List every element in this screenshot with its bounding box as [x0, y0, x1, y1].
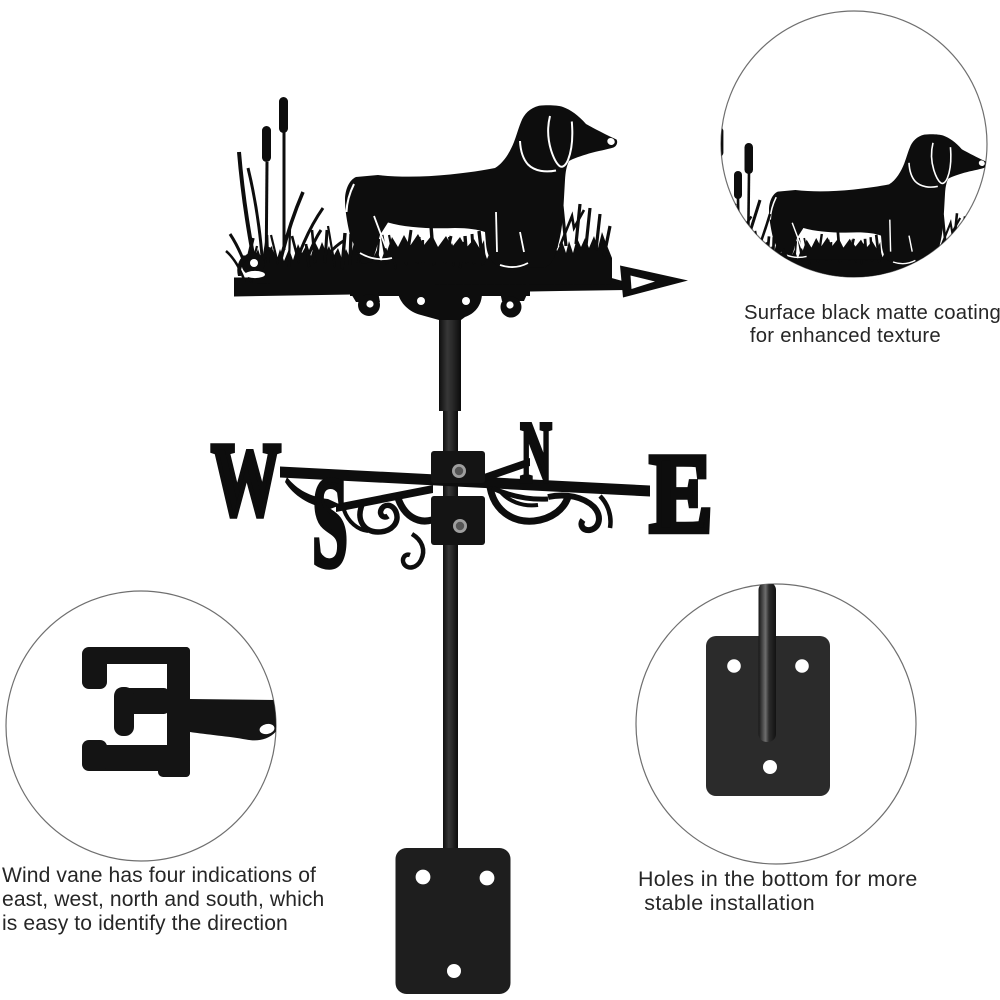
- svg-text:E: E: [650, 432, 713, 555]
- svg-text:W: W: [211, 422, 280, 536]
- svg-text:N: N: [520, 404, 551, 500]
- svg-text:S: S: [312, 451, 348, 595]
